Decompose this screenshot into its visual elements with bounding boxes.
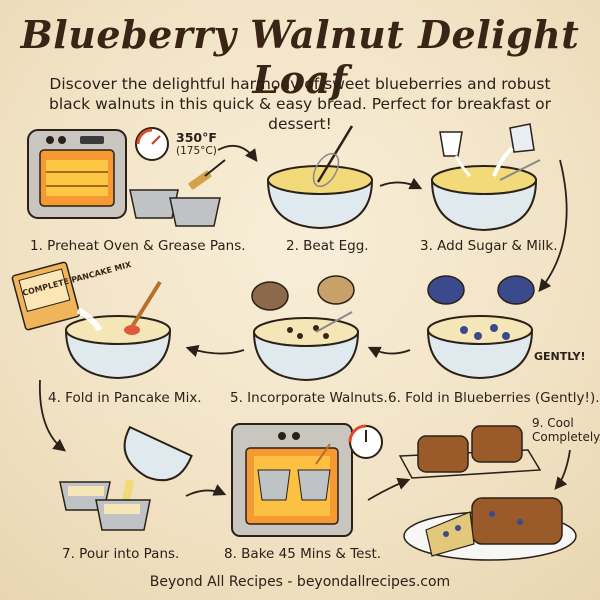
temperature-annotation: 350°F (175°C) <box>176 130 217 157</box>
recipe-intro: Discover the delightful harmony of sweet… <box>49 75 551 134</box>
baking-oven-icon <box>231 423 353 537</box>
step-7-label: 7. Pour into Pans. <box>62 546 180 562</box>
pour-pans-icon <box>59 425 193 531</box>
temperature-c: (175°C) <box>176 145 217 157</box>
greased-pans-icon <box>129 159 226 227</box>
cooling-loaves-icon <box>398 425 577 561</box>
sugar-milk-bowl-icon <box>430 123 541 232</box>
flow-arrows <box>39 144 571 501</box>
pancake-mix-box-icon <box>11 261 81 331</box>
oven-icon <box>27 129 127 219</box>
step-6-label: 6. Fold in Blueberries (Gently!). <box>388 390 600 406</box>
gently-annotation: GENTLY! <box>534 350 586 363</box>
step-8-label: 8. Bake 45 Mins & Test. <box>224 546 382 562</box>
timer-icon <box>348 424 383 459</box>
blueberry-bowl-icon <box>426 275 535 380</box>
temperature-f: 350°F <box>176 130 217 145</box>
step-1-label: 1. Preheat Oven & Grease Pans. <box>30 238 246 254</box>
footer-credit: Beyond All Recipes - beyondallrecipes.co… <box>149 574 451 590</box>
step-3-label: 3. Add Sugar & Milk. <box>420 238 558 254</box>
step-4-label: 4. Fold in Pancake Mix. <box>48 390 202 406</box>
step-9-label: 9. Cool Completely. <box>532 416 600 444</box>
egg-bowl-icon <box>266 125 374 230</box>
step-2-label: 2. Beat Egg. <box>286 238 369 254</box>
walnut-bowl-icon <box>251 275 360 382</box>
thermometer-dial-icon <box>135 127 169 161</box>
step-5-label: 5. Incorporate Walnuts. <box>230 390 388 406</box>
recipe-title: Blueberry Walnut Delight Loaf <box>20 12 580 102</box>
pancake-bowl-icon <box>64 280 172 380</box>
